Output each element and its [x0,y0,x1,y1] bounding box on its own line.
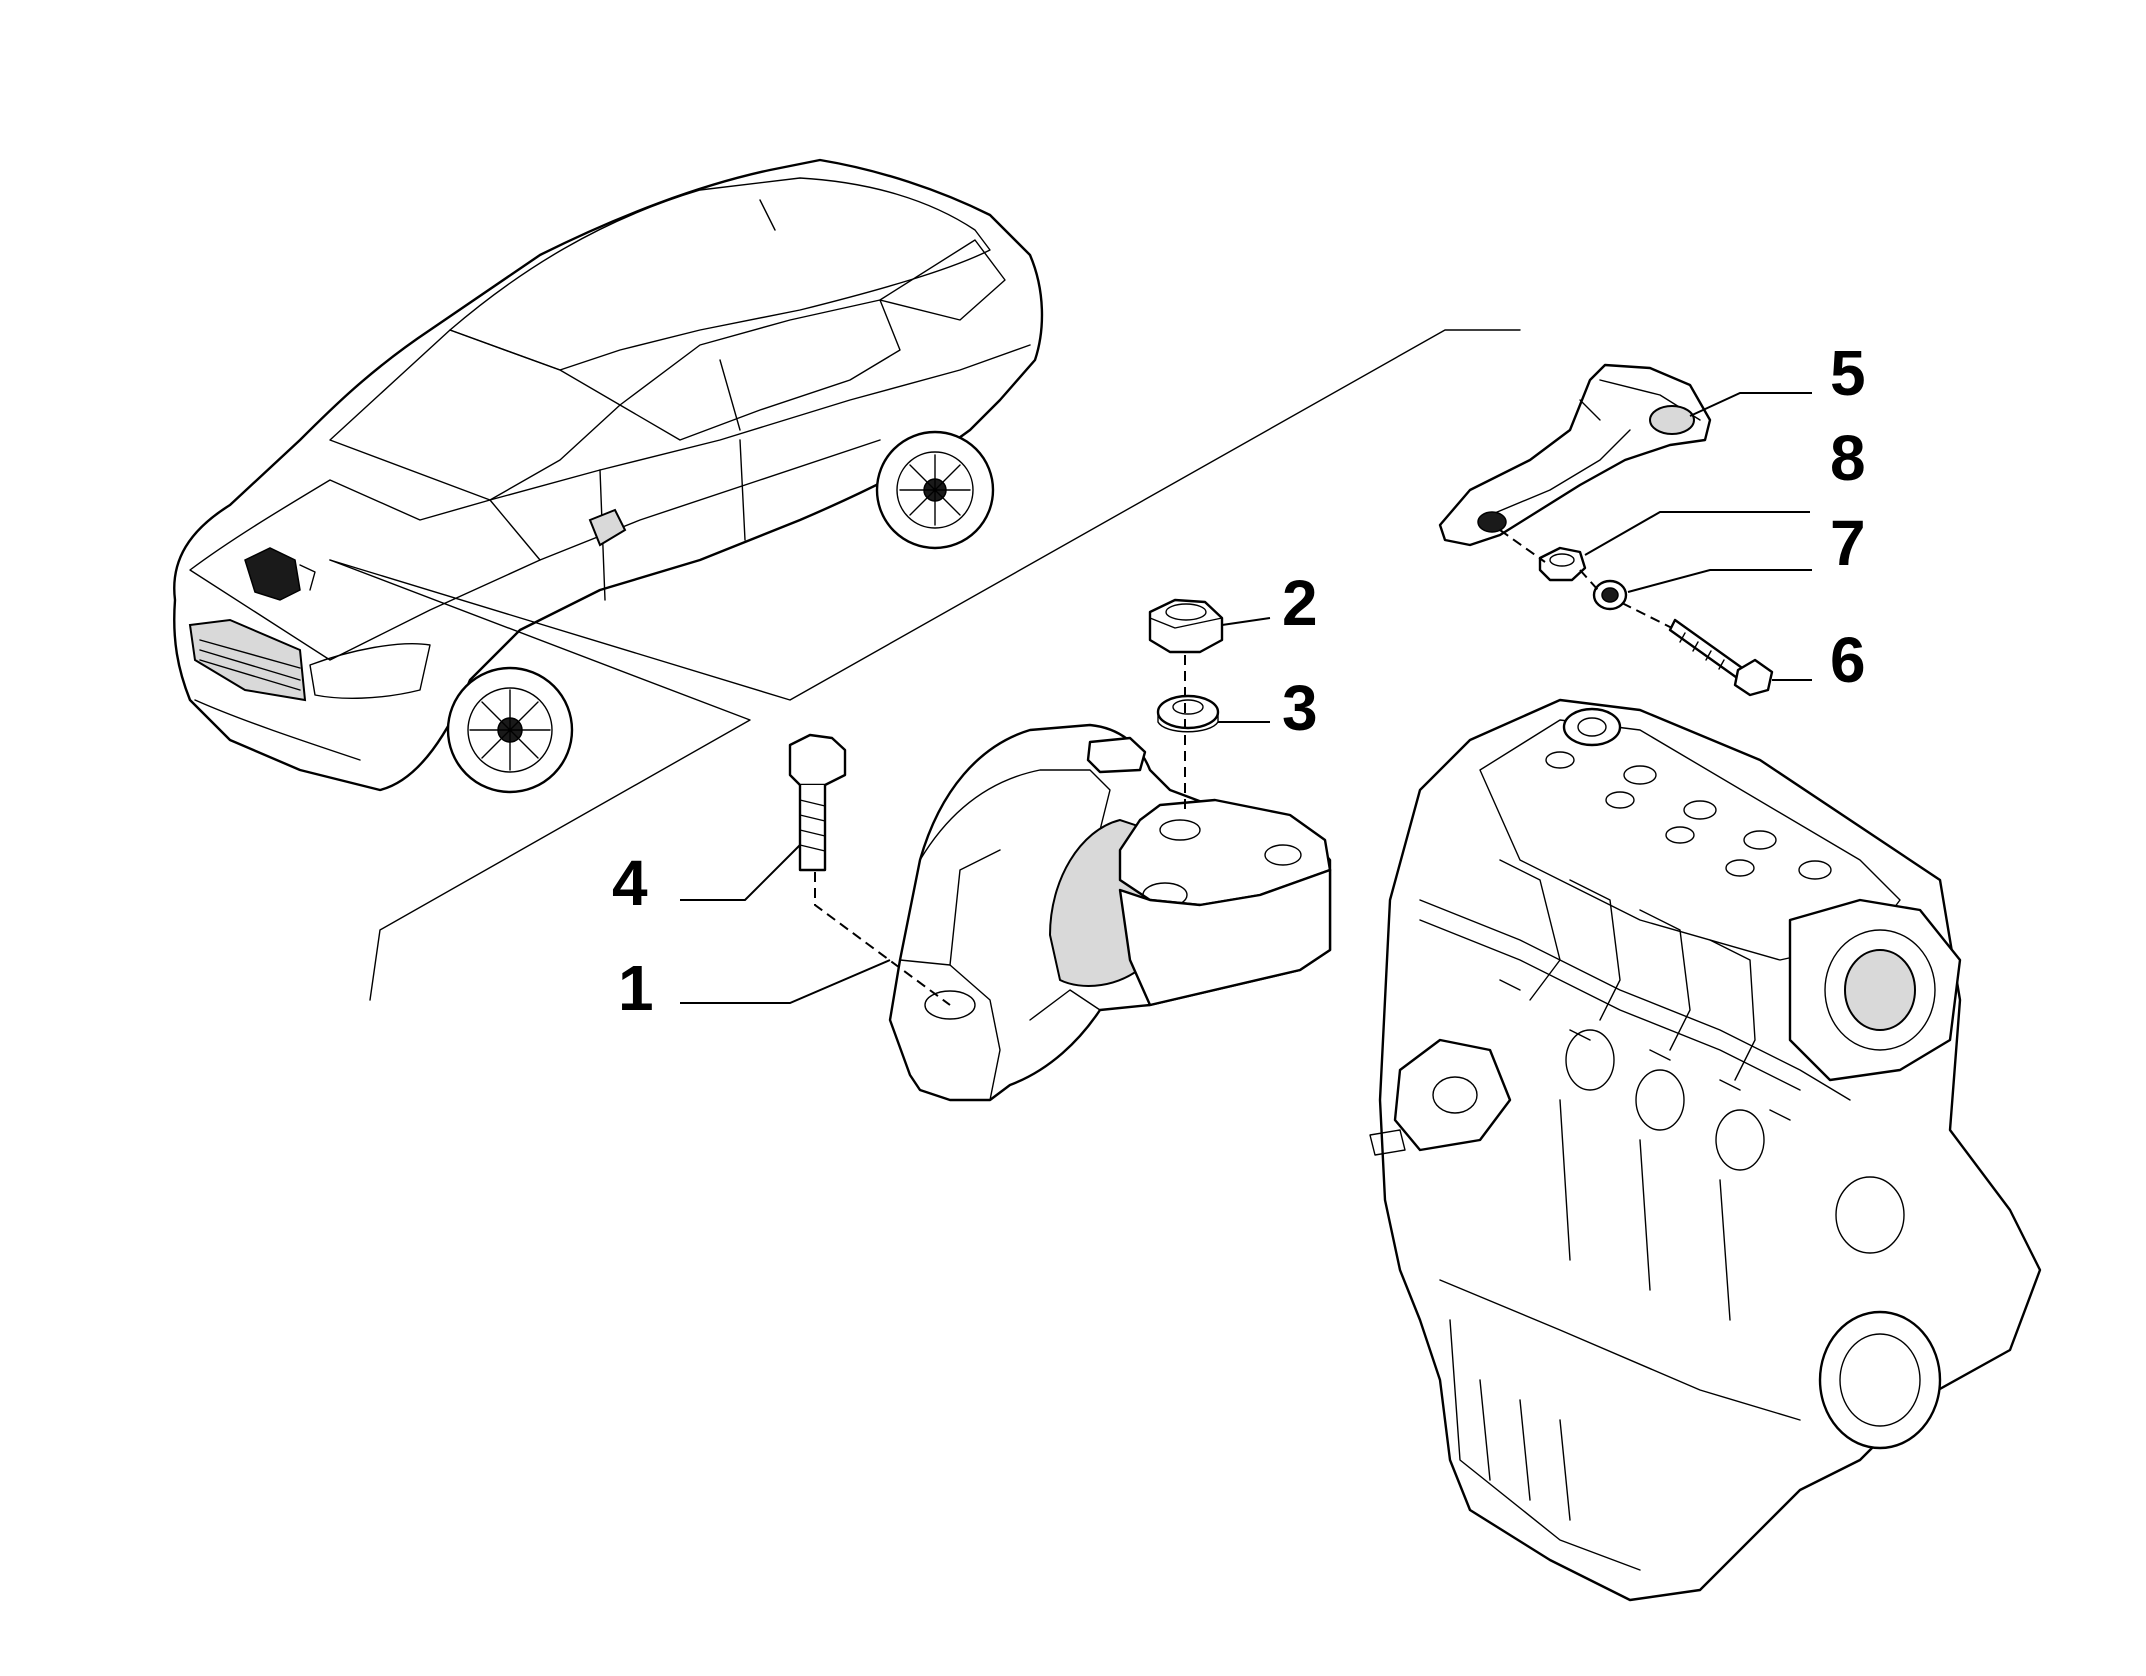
leader-lines [680,392,1812,1004]
assembly-lines [814,529,1673,1006]
washer[interactable] [1156,694,1220,733]
rod-washer[interactable] [1592,579,1628,611]
bolt[interactable] [788,733,847,872]
callout-3: 3 [1282,672,1318,744]
callout-1: 1 [618,952,654,1024]
rod-nut[interactable] [1538,546,1587,582]
overview-lines [329,329,1521,1001]
callout-labels: 1 2 3 4 5 6 7 8 [612,337,1866,1024]
hex-nut[interactable] [1148,598,1224,654]
engine-block [1369,698,2042,1602]
torque-rod[interactable] [1438,363,1712,547]
callout-7: 7 [1830,507,1866,579]
engine-mount-bracket[interactable] [888,723,1332,1102]
callout-2: 2 [1282,567,1318,639]
car-illustration [173,158,1044,794]
rod-bolt[interactable] [1668,618,1774,697]
callout-6: 6 [1830,624,1866,696]
callout-8: 8 [1830,422,1866,494]
callout-5: 5 [1830,337,1866,409]
callout-4: 4 [612,847,648,919]
